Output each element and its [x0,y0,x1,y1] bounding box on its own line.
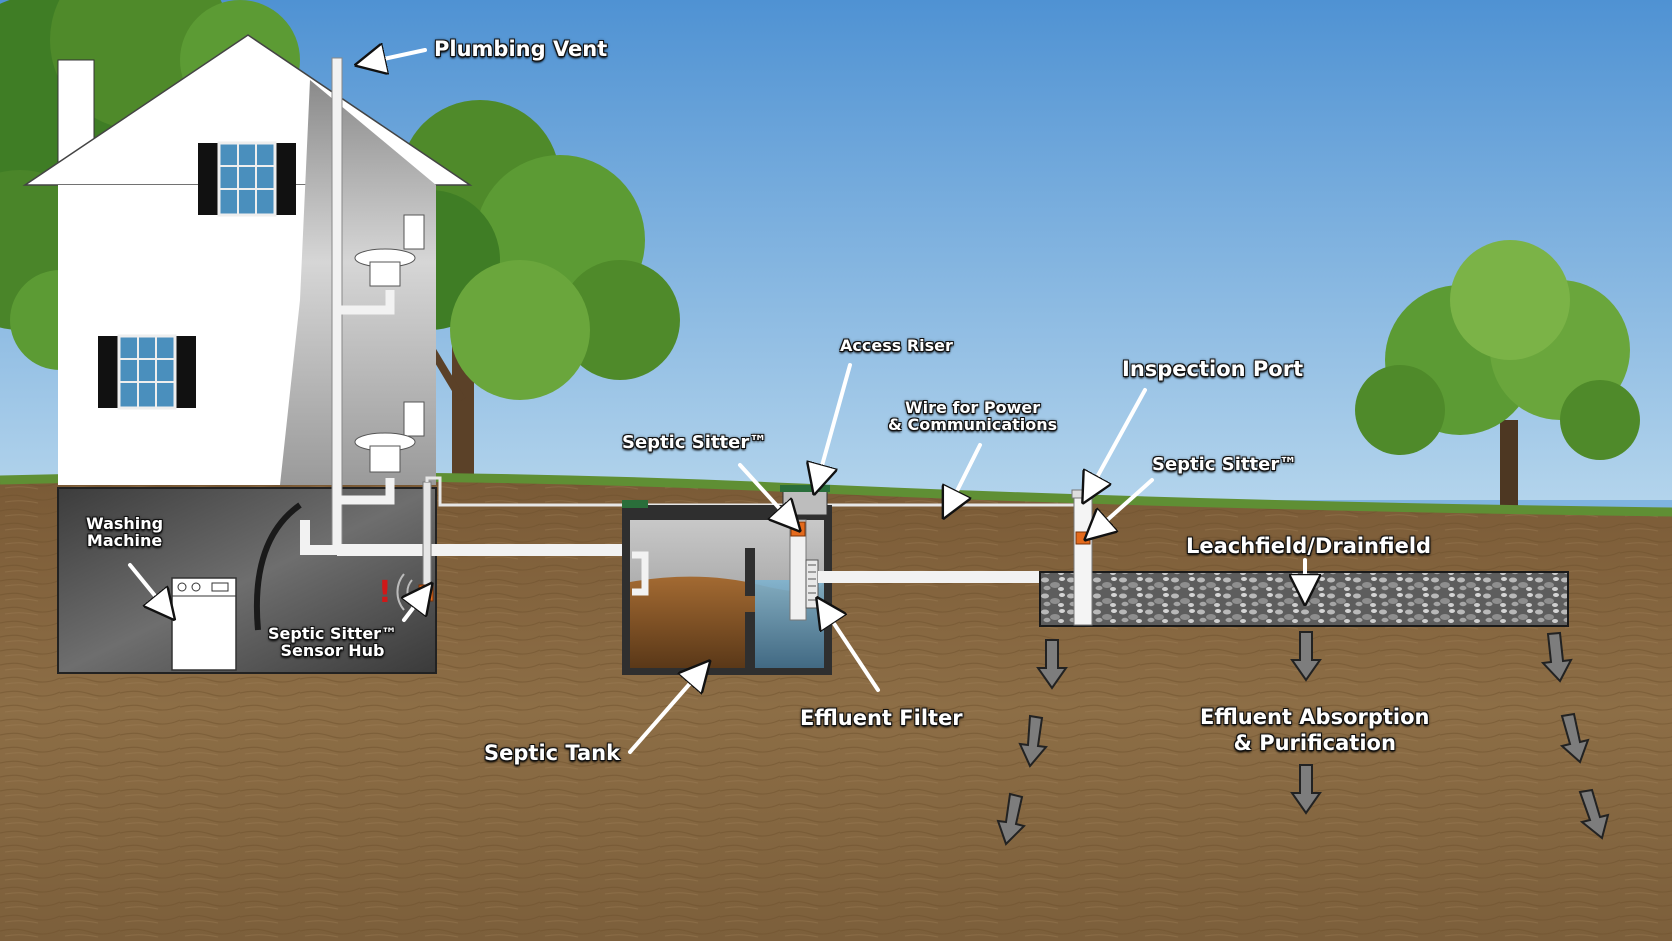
alert-icon: ! [378,575,392,610]
washing-machine-icon [171,577,237,671]
label-wire-power-communications: Wire for Power & Communications [888,398,1058,434]
window-upper [198,141,296,217]
toilet-icon [354,401,425,473]
label-septic-sitter-port: Septic Sitter™ [1152,454,1298,475]
label-effluent-absorption: Effluent Absorption & Purification [1200,705,1430,756]
label-effluent-filter: Effluent Filter [800,706,963,730]
basement [57,487,437,674]
effluent-filter-cartridge [805,559,819,609]
label-septic-sitter-tank: Septic Sitter™ [622,432,768,453]
label-leachfield: Leachfield/Drainfield [1186,534,1432,558]
septic-sitter-port-sensor [1075,531,1091,545]
plumbing-pipes [253,57,640,631]
label-plumbing-vent: Plumbing Vent [434,37,608,61]
label-septic-tank: Septic Tank [484,741,621,765]
window-lower [98,334,196,410]
flow-arrows [996,631,1610,846]
septic-sitter-tank-sensor [790,521,806,537]
tree-right [1355,240,1640,510]
power-comm-wire [438,488,1080,507]
label-inspection-port: Inspection Port [1122,357,1304,381]
house-interior-cutaway [280,80,436,485]
label-access-riser: Access Riser [840,336,953,355]
inspection-port [1071,489,1095,626]
label-washing-machine: Washing Machine [86,514,164,550]
pointer-arrows [128,50,1305,754]
tree-middle [360,100,680,480]
washer-drain-hose [253,502,302,631]
toilet-icon [354,214,425,287]
label-sensor-hub: Septic Sitter™ Sensor Hub [268,624,398,660]
